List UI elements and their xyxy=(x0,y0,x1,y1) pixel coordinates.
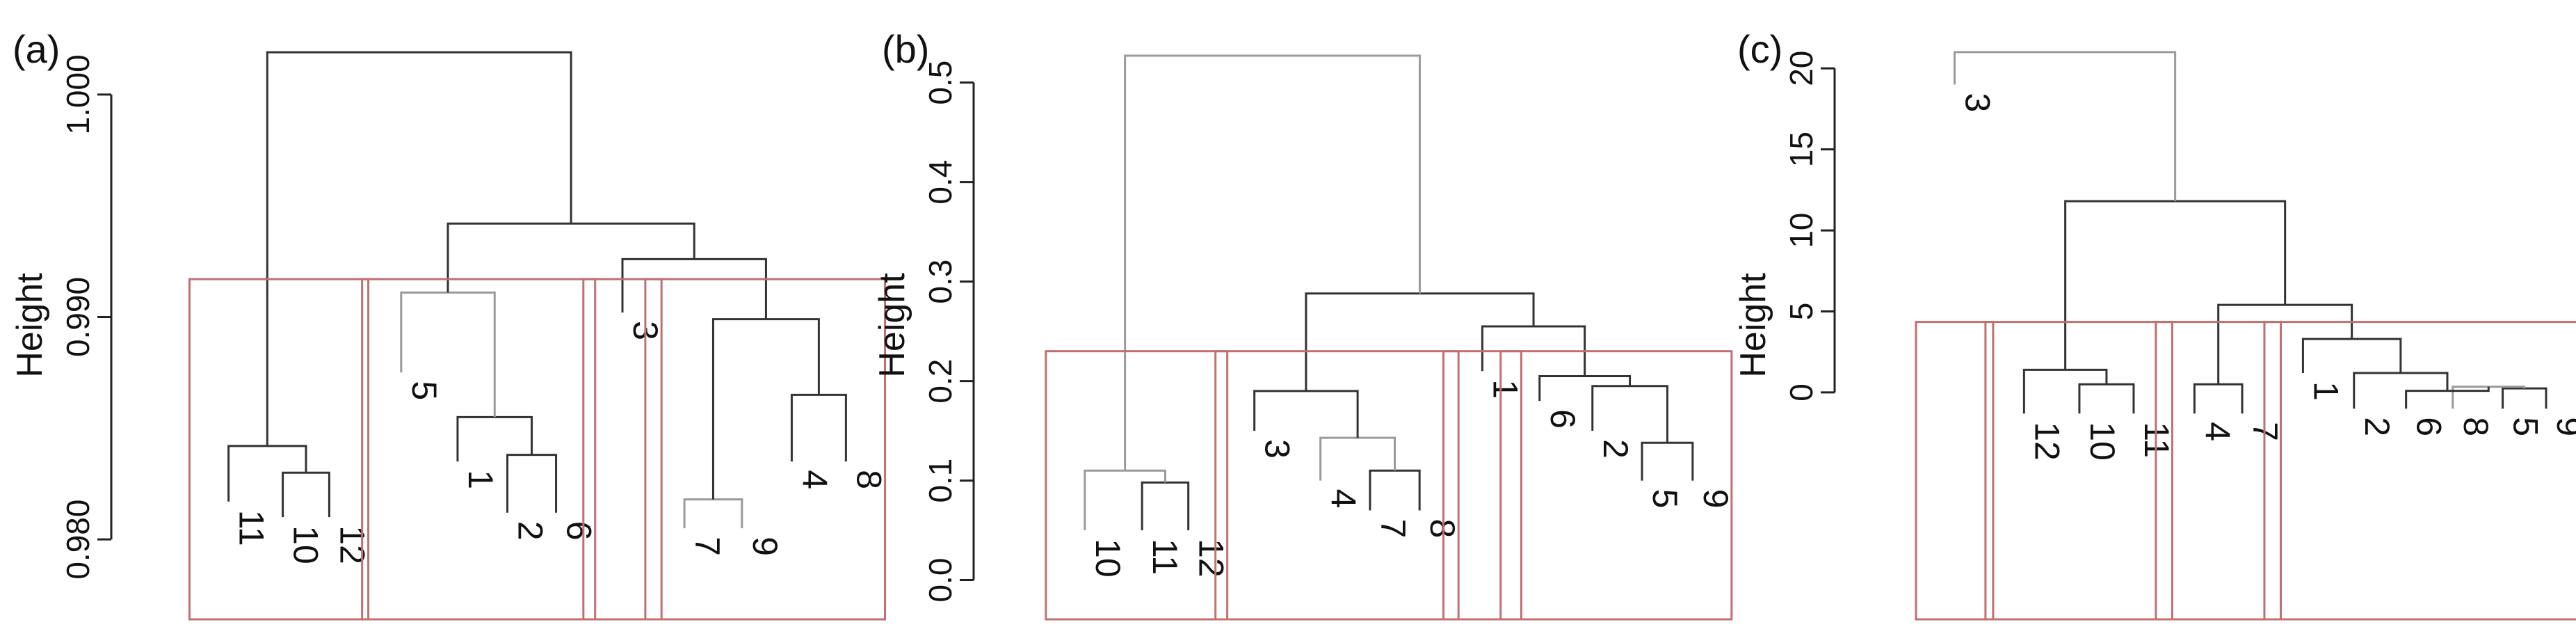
leaf-label: 8 xyxy=(2456,417,2495,436)
dendrogram-branch xyxy=(2193,383,2244,414)
dendrogram-branch xyxy=(1084,469,1166,531)
dendrogram-branch xyxy=(2353,372,2449,409)
dendrogram-branch xyxy=(1305,292,1535,391)
leaf-label: 9 xyxy=(746,537,784,556)
panel-label: (c) xyxy=(1737,27,1782,71)
leaf-label: 10 xyxy=(287,525,325,564)
cluster-box xyxy=(1984,321,2173,621)
leaf-label: 2 xyxy=(1596,439,1635,459)
dendrogram-branch xyxy=(506,454,558,513)
dendrogram-branch xyxy=(2078,383,2135,414)
dendrogram-branch xyxy=(2301,338,2402,373)
y-tick-label: 0.4 xyxy=(922,160,958,205)
leaf-label: 10 xyxy=(2083,422,2122,461)
cluster-box xyxy=(2155,321,2282,621)
dendrogram-branch xyxy=(621,257,767,319)
dendrogram-branch xyxy=(2217,303,2353,385)
dendrogram-branch xyxy=(446,222,695,293)
leaf-label: 3 xyxy=(1958,93,1997,113)
y-tick-label: 0.2 xyxy=(922,359,958,404)
leaf-label: 4 xyxy=(795,470,834,489)
leaf-label: 7 xyxy=(1374,518,1412,538)
y-tick-label: 10 xyxy=(1783,212,1819,248)
leaf-label: 12 xyxy=(2027,422,2066,461)
dendrogram-branch xyxy=(266,51,572,446)
leaf-label: 5 xyxy=(1645,489,1684,509)
y-axis-label: Height xyxy=(10,273,50,378)
leaf-label: 10 xyxy=(1088,539,1127,578)
leaf-label: 12 xyxy=(1192,539,1231,578)
cluster-box xyxy=(644,278,887,621)
cluster-box xyxy=(188,278,370,621)
leaf-label: 6 xyxy=(560,521,599,541)
leaf-label: 9 xyxy=(1696,489,1735,509)
leaf-label: 4 xyxy=(2198,422,2237,441)
leaf-label: 2 xyxy=(511,521,550,541)
leaf-label: 3 xyxy=(1258,439,1297,459)
dendrogram-branch xyxy=(456,415,533,462)
leaf-label: 1 xyxy=(2306,381,2345,401)
dendrogram-branch xyxy=(1953,51,2177,202)
leaf-label: 8 xyxy=(849,470,888,489)
leaf-label: 4 xyxy=(1324,489,1363,509)
y-tick-label: 15 xyxy=(1783,132,1819,167)
dendrogram-branch xyxy=(2022,368,2108,414)
dendrogram-branch xyxy=(2502,387,2547,409)
y-tick-label: 1.000 xyxy=(60,54,96,134)
panel-label: (a) xyxy=(13,27,60,71)
leaf-label: 11 xyxy=(232,510,271,546)
y-tick-label: 0.990 xyxy=(60,277,96,357)
cluster-box xyxy=(361,278,597,621)
leaf-label: 5 xyxy=(2506,417,2545,436)
leaf-label: 12 xyxy=(332,525,371,564)
dendrogram-branch xyxy=(790,393,847,462)
leaf-label: 9 xyxy=(2550,417,2576,436)
y-tick-label: 0.5 xyxy=(922,61,958,105)
leaf-label: 5 xyxy=(405,381,444,400)
leaf-label: 11 xyxy=(1145,539,1184,575)
cluster-box xyxy=(1499,350,1733,621)
dendrogram-branch xyxy=(1319,436,1396,481)
cluster-box xyxy=(2263,321,2576,621)
dendrogram-branch xyxy=(2064,200,2287,370)
dendrogram-branch xyxy=(1369,469,1421,511)
dendrogram-branch xyxy=(227,445,307,502)
y-tick-label: 0.1 xyxy=(922,459,958,503)
leaf-label: 1 xyxy=(461,470,500,489)
panel-label: (b) xyxy=(882,27,929,71)
dendrogram-branch xyxy=(1641,441,1694,481)
leaf-label: 1 xyxy=(1486,379,1524,399)
cluster-box xyxy=(582,278,663,621)
y-tick-label: 0.980 xyxy=(60,500,96,580)
y-axis-label: Height xyxy=(872,273,912,378)
dendrogram-branch xyxy=(1141,481,1190,531)
cluster-box xyxy=(1045,350,1229,621)
dendrogram-branch xyxy=(1124,54,1421,471)
y-tick-label: 0.3 xyxy=(922,260,958,304)
y-tick-label: 20 xyxy=(1783,51,1819,86)
cluster-box xyxy=(1442,350,1522,621)
dendrogram-branch xyxy=(1538,374,1632,402)
leaf-label: 7 xyxy=(688,537,727,556)
y-tick-label: 0.0 xyxy=(922,558,958,603)
y-tick-label: 0 xyxy=(1783,383,1819,402)
cluster-box xyxy=(1915,321,1995,621)
dendrogram-branch xyxy=(1591,385,1668,443)
cluster-box xyxy=(1214,350,1460,621)
leaf-label: 2 xyxy=(2358,417,2397,436)
dendrogram-branch xyxy=(683,498,743,529)
dendrogram-panel-3: (c)05101520Height312101147126859 xyxy=(1733,27,2576,621)
y-tick-label: 5 xyxy=(1783,303,1819,321)
dendrogram-branch xyxy=(282,471,330,518)
y-axis-label: Height xyxy=(1733,273,1773,378)
leaf-label: 6 xyxy=(2410,417,2449,436)
leaf-label: 6 xyxy=(1543,409,1582,429)
dendrogram-branch xyxy=(1253,390,1359,438)
